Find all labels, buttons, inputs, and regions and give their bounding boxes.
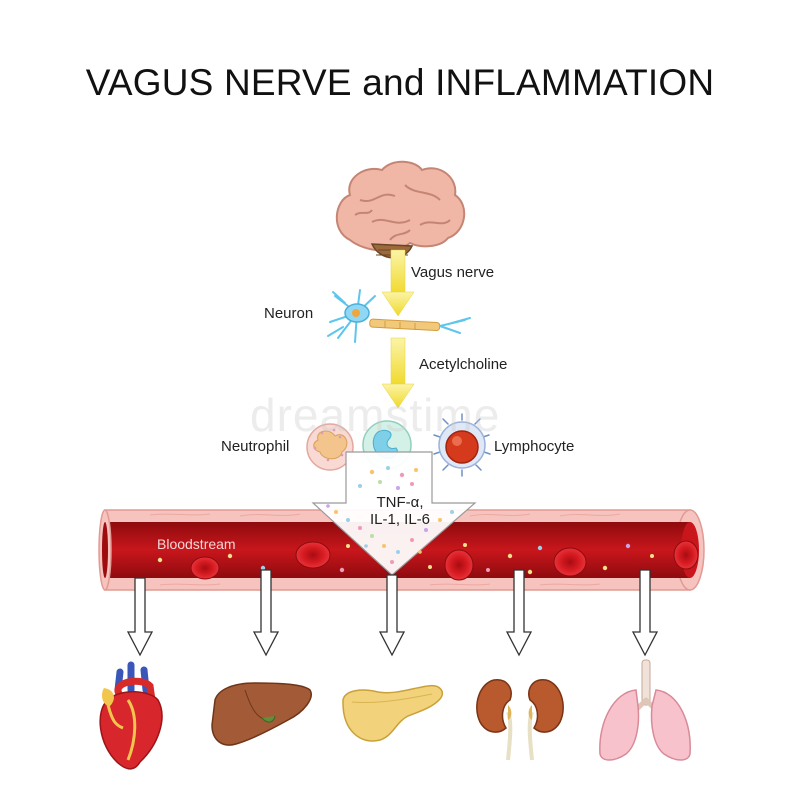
label-cytokines-line1: TNF-α, bbox=[376, 494, 424, 511]
red-blood-cell bbox=[553, 547, 587, 577]
kidneys-icon bbox=[476, 679, 564, 761]
label-bloodstream: Bloodstream bbox=[157, 536, 236, 552]
brain-icon bbox=[335, 160, 466, 259]
red-blood-cell bbox=[190, 556, 220, 580]
red-blood-cells bbox=[190, 540, 699, 581]
label-neutrophil: Neutrophil bbox=[221, 438, 290, 455]
label-acetylcholine: Acetylcholine bbox=[419, 356, 508, 373]
label-cytokines-line2: IL-1, IL-6 bbox=[369, 511, 431, 528]
diagram-title: VAGUS NERVE and INFLAMMATION bbox=[85, 62, 715, 103]
pancreas-icon bbox=[342, 684, 444, 742]
lungs-icon bbox=[599, 659, 691, 761]
down-arrow bbox=[505, 569, 533, 657]
signal-arrow-acetylcholine bbox=[381, 337, 415, 409]
down-arrow bbox=[126, 577, 154, 657]
organ-arrows bbox=[126, 569, 659, 657]
red-blood-cell bbox=[295, 541, 331, 569]
watermark: dreamstime bbox=[250, 389, 501, 441]
heart-icon bbox=[99, 661, 163, 770]
label-neuron: Neuron bbox=[264, 305, 314, 322]
label-lymphocyte: Lymphocyte bbox=[494, 438, 575, 455]
neutrophil-icon bbox=[306, 423, 354, 471]
red-blood-cell bbox=[673, 540, 699, 570]
down-arrow bbox=[252, 569, 280, 657]
red-blood-cell bbox=[444, 549, 474, 581]
signal-arrow-vagus bbox=[381, 249, 415, 317]
down-arrow bbox=[378, 574, 406, 657]
label-vagus-nerve: Vagus nerve bbox=[411, 264, 495, 281]
liver-icon bbox=[211, 682, 312, 746]
label-cytokines: TNF-α, IL-1, IL-6 bbox=[352, 494, 448, 528]
neuron-icon bbox=[327, 289, 471, 343]
cytokine-particles bbox=[157, 466, 654, 575]
lymphocyte-icon bbox=[433, 413, 491, 477]
down-arrow bbox=[631, 569, 659, 657]
cytokine-release-arrow bbox=[311, 451, 477, 576]
